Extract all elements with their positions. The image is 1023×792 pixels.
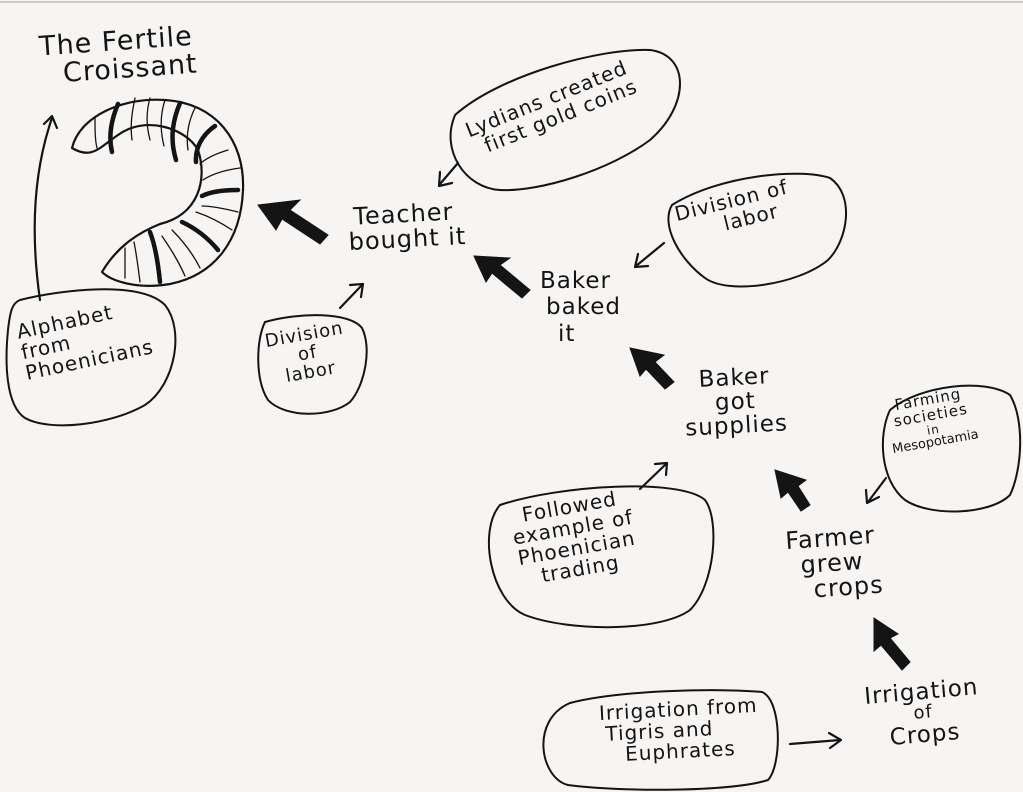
flow-arrow-supplies-baked (629, 347, 675, 390)
flow-arrows (257, 199, 911, 671)
note-tigris: Irrigation from Tigris and Euphrates (558, 693, 760, 768)
bubble-division-left (257, 314, 368, 415)
node-baker-baked-line-1: Baker (540, 268, 611, 294)
node-farmer-line-3: crops (812, 570, 885, 604)
node-baker-baked: Baker baked it (540, 268, 621, 347)
node-baker-baked-line-3: it (558, 320, 576, 347)
node-teacher: Teacher bought it (347, 198, 467, 257)
bubble-division-right (667, 172, 848, 288)
node-baker-supplies: Baker got supplies (682, 363, 789, 442)
node-baker-baked-line-2: baked (546, 294, 621, 321)
bubble-alphabet (5, 288, 177, 427)
node-baker-supplies-line-3: supplies (684, 410, 789, 442)
croissant-drawing (70, 97, 245, 287)
bubble-lydians (449, 48, 681, 192)
node-farmer: Farmer grew crops (779, 521, 885, 605)
bubble-tigris (542, 689, 779, 791)
flow-arrow-irrigation-farmer (873, 617, 911, 671)
flow-arrow-farmer-supplies (774, 469, 811, 512)
node-teacher-line-2: bought it (347, 222, 467, 257)
diagram-title: The Fertile Croissant (38, 21, 199, 90)
flow-arrow-baked-teacher (473, 255, 531, 299)
pointer-arrows (33, 114, 888, 750)
flow-arrow-teacher-croissant (257, 199, 329, 245)
bubble-farming (881, 384, 1022, 513)
node-irrigation: Irrigation of Crops (863, 674, 983, 752)
